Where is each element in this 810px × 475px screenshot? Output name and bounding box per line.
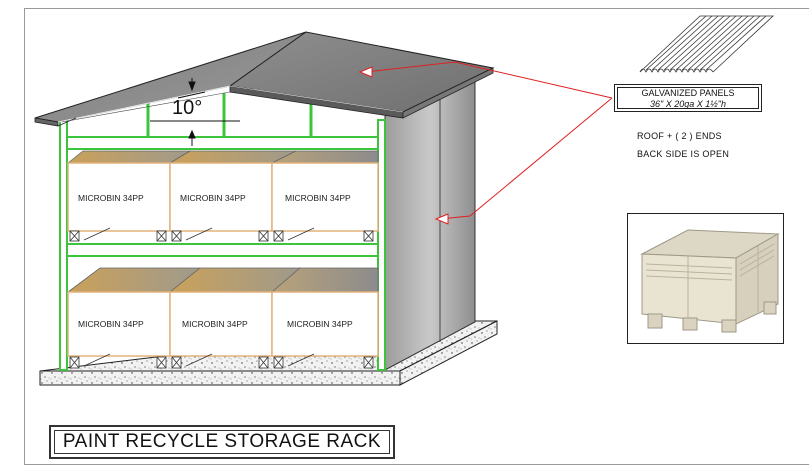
bin-label: MICROBIN 34PP — [285, 193, 351, 203]
upper-bins — [67, 162, 379, 232]
callout-line-2: 36" X 20ga X 1½"h — [650, 99, 726, 109]
green-frame — [59, 119, 386, 371]
side-wall — [384, 77, 476, 371]
bin-label: MICROBIN 34PP — [78, 193, 144, 203]
upper-bin-labels: MICROBIN 34PP MICROBIN 34PP MICROBIN 34P… — [78, 193, 351, 203]
panel-callout: GALVANIZED PANELS 36" X 20ga X 1½"h — [614, 84, 762, 112]
lower-bins — [67, 291, 379, 357]
note-roof-ends: ROOF + ( 2 ) ENDS — [637, 131, 722, 141]
note-back-side: BACK SIDE IS OPEN — [637, 149, 730, 159]
microbin-photo — [627, 213, 784, 344]
rafters — [146, 93, 313, 140]
lower-bin-labels: MICROBIN 34PP MICROBIN 34PP MICROBIN 34P… — [78, 319, 353, 329]
drawing-title: PAINT RECYCLE STORAGE RACK — [49, 425, 395, 459]
corrugated-panel-icon — [639, 15, 775, 73]
angle-label: 10° — [172, 97, 202, 119]
callout-lines — [358, 61, 613, 225]
lower-pallets — [69, 353, 374, 369]
angle-annotation — [150, 78, 240, 146]
upper-bin-tops — [66, 150, 379, 164]
upper-pallets — [69, 227, 374, 242]
bin-illustration — [628, 214, 783, 343]
drawing-border — [24, 8, 809, 465]
lower-bin-tops — [66, 267, 379, 293]
callout-line-1: GALVANIZED PANELS — [641, 88, 735, 98]
bin-label: MICROBIN 34PP — [287, 319, 353, 329]
bin-label: MICROBIN 34PP — [180, 193, 246, 203]
bin-label: MICROBIN 34PP — [182, 319, 248, 329]
bin-label: MICROBIN 34PP — [78, 319, 144, 329]
